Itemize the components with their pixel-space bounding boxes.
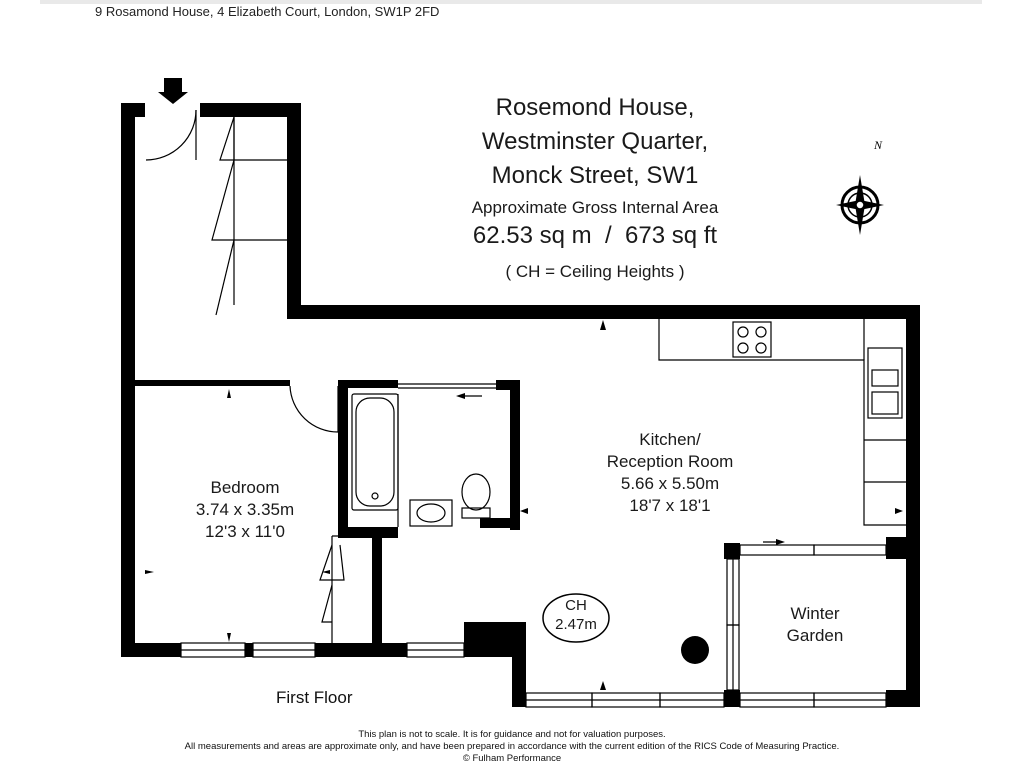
- wall-bath-left: [338, 380, 348, 538]
- wall-entry-left: [121, 103, 135, 656]
- copyright: © Fulham Performance: [462, 753, 562, 764]
- room-name: Kitchen/: [639, 430, 701, 449]
- room-size-metric: 5.66 x 5.50m: [620, 474, 720, 493]
- wall-right-bottom: [886, 690, 920, 707]
- wall-winter-top-right: [886, 537, 920, 559]
- wall-top: [287, 305, 920, 319]
- room-name-2: Garden: [786, 626, 844, 645]
- wall-bath-right: [510, 380, 520, 530]
- column: [681, 636, 709, 664]
- room-bedroom: Bedroom 3.74 x 3.35m 12'3 x 11'0: [170, 477, 320, 543]
- ceiling-height-marker: [542, 593, 610, 643]
- sink: [867, 347, 903, 419]
- wall-bottom-mid: [245, 643, 253, 657]
- wall-bath-bottom-right: [480, 518, 520, 528]
- area-label: Approximate Gross Internal Area: [471, 198, 719, 217]
- room-name: Bedroom: [210, 478, 280, 497]
- area-value: 62.53 sq m / 673 sq ft: [472, 222, 718, 249]
- basin: [409, 499, 453, 527]
- wall-kitchen-bottom-mid: [724, 690, 740, 707]
- toilet-cistern: [461, 507, 491, 519]
- wall-bedroom-top: [135, 380, 290, 386]
- wall-entry-top-right: [200, 103, 300, 117]
- wall-right: [906, 305, 920, 707]
- disclaimer-line-2: All measurements and areas are approxima…: [184, 741, 840, 752]
- top-bar: [40, 0, 982, 4]
- floor-label: First Floor: [276, 688, 353, 707]
- wall-bottom-mid2: [315, 643, 407, 657]
- disclaimer-line-1: This plan is not to scale. It is for gui…: [358, 729, 666, 740]
- wall-entry-top-left: [121, 103, 145, 117]
- title-line-2: Westminster Quarter,: [481, 128, 709, 155]
- wall-bath-top-left: [338, 380, 398, 388]
- north-label: N: [873, 138, 883, 152]
- property-address: 9 Rosamond House, 4 Elizabeth Court, Lon…: [95, 4, 440, 19]
- entry-door-swing: [145, 109, 197, 161]
- wall-bottom-left: [121, 643, 181, 657]
- compass-icon: N: [836, 138, 884, 235]
- toilet-bowl: [461, 473, 491, 511]
- wall-bath-bottom: [338, 527, 398, 538]
- room-size-metric: 3.74 x 3.35m: [195, 500, 295, 519]
- title-line-3: Monck Street, SW1: [491, 162, 699, 189]
- ceiling-height-note: ( CH = Ceiling Heights ): [505, 262, 685, 281]
- ceiling-height-value: CH 2.47m: [540, 596, 612, 634]
- hob: [732, 321, 772, 358]
- bedroom-door-swing: [289, 385, 339, 433]
- title-line-1: Rosemond House,: [495, 94, 695, 121]
- room-name: Winter: [790, 604, 840, 623]
- room-name-2: Reception Room: [606, 452, 734, 471]
- wall-wardrobe-right: [372, 530, 382, 657]
- room-kitchen-reception: Kitchen/ Reception Room 5.66 x 5.50m 18'…: [585, 429, 755, 517]
- room-size-imperial: 18'7 x 18'1: [629, 496, 711, 515]
- wall-hall-right: [287, 103, 301, 318]
- ch-value: 2.47m: [555, 616, 597, 633]
- bedroom-wardrobe-doors: [319, 544, 345, 581]
- entrance-arrow-icon: [158, 78, 188, 104]
- room-winter-garden: Winter Garden: [765, 603, 865, 647]
- wall-winter-top-left: [724, 543, 740, 559]
- room-size-imperial: 12'3 x 11'0: [205, 522, 285, 541]
- ch-label: CH: [565, 597, 587, 614]
- wall-kitchen-bottom-left: [512, 622, 526, 707]
- hall-cupboard-doors: [219, 116, 235, 161]
- wall-bath-top-right: [496, 380, 520, 390]
- winter-garden-glazing: [739, 544, 815, 556]
